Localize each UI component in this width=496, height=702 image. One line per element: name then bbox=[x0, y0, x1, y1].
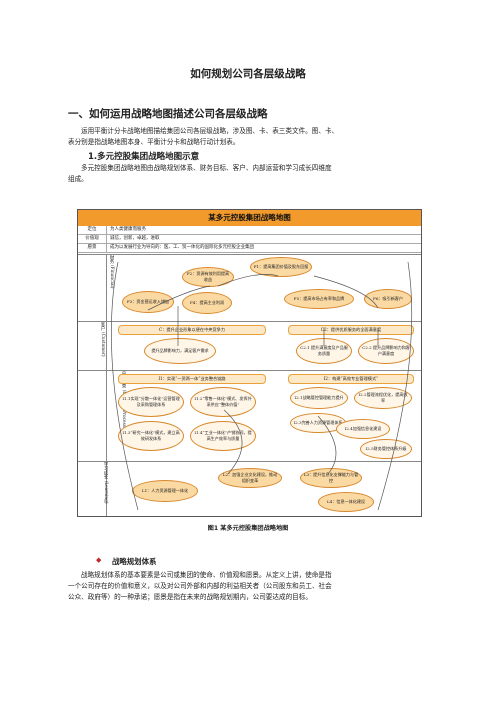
internal-band: 内部运营 (Internal Processes) I1：实现“一资两一体”业务… bbox=[78, 370, 421, 461]
customer-node-c21: C2.1 提升满意度及产品服务质量 bbox=[296, 338, 352, 364]
customer-header-2: C2：提供优质服务的全面满意度 bbox=[288, 325, 414, 335]
learning-band: 学习成长 (Learning) L1：人力资源管理一体化 L2：加强企业文化建设… bbox=[78, 461, 421, 517]
section-heading-3: 战略规划体系 bbox=[112, 557, 157, 566]
customer-node-c22: C2.2 提升品牌影响力和客户满意度 bbox=[358, 338, 414, 364]
body2-line-1: 战略规划体系的基本要素是公司或集团的使命、价值观和愿景。从定义上讲，使命是指 bbox=[81, 571, 332, 579]
figure-title: 某多元控股集团战略地图 bbox=[78, 210, 421, 226]
intro-paragraph: 运用平衡计分卡战略地图描绘集团公司各层级战略，涉及图、卡、表三类文件。图、卡、 … bbox=[68, 126, 438, 148]
customer-node-c1: 提升品牌影响力，满足客户需求 bbox=[144, 338, 216, 364]
financial-node-f4: F4：提高主业利润 bbox=[182, 292, 232, 314]
internal-node-i11: I1.1实现“分散一体化”运营管理及采购管理体系 bbox=[118, 387, 184, 417]
internal-header-1: I1：实现“一资两一体”业务整合链路 bbox=[118, 374, 266, 384]
internal-node-i25: I2.5财务管控体系升级 bbox=[360, 439, 412, 459]
customer-label: 客户 (Customer) bbox=[78, 322, 107, 370]
intro-line-1: 运用平衡计分卡战略地图描绘集团公司各层级战略，涉及图、卡、表三类文件。图、卡、 bbox=[81, 127, 339, 135]
body2-line-3: 公众、政府等）的一种承诺；愿景是指在未来的战略规划期内，公司要达成的目标。 bbox=[68, 593, 312, 601]
financial-node-f2: F2：资源有效利用提高收益 bbox=[182, 267, 234, 287]
learning-node-l4: L4：信息一体化建设 bbox=[318, 492, 374, 512]
learning-label: 学习成长 (Learning) bbox=[78, 462, 108, 516]
body-line-2: 组成。 bbox=[68, 175, 88, 183]
financial-node-f1: F1：提高集团价值及股东回报 bbox=[250, 257, 312, 277]
vision-key: 愿景 bbox=[78, 244, 107, 252]
internal-header-2: I2：构建“高效专业管理模式” bbox=[288, 374, 414, 384]
page-title: 如何规划公司各层级战略 bbox=[190, 68, 306, 80]
internal-label: 内部运营 (Internal Processes) bbox=[78, 371, 126, 461]
internal-node-i22: I2.2管理流程优化，提高效率 bbox=[354, 387, 412, 409]
internal-node-i13: I1.3“研究一体化”模式，建立高效研发体系 bbox=[118, 421, 184, 451]
learning-node-l2: L2：加强企业文化建设，推动组织变革 bbox=[218, 468, 282, 488]
internal-node-i21: I2.1战略管控管理能力提升 bbox=[290, 387, 348, 409]
body2-line-2: 一个公司存在的价值和意义，以及对公司外部和内部的利益相关者（公司股东和员工、社会 bbox=[68, 582, 332, 590]
mission-value: 为人类健康而服务 bbox=[110, 227, 146, 232]
financial-label: 财务 (Financial) bbox=[78, 255, 114, 321]
diamond-bullet-icon: ◆ bbox=[96, 556, 102, 564]
learning-node-l3: L3：提升信息化支撑能力与管控 bbox=[300, 468, 362, 488]
section-heading-1: 一、如何运用战略地图描述公司各层级战略 bbox=[68, 108, 268, 120]
customer-header-1: C：提升企业形象以便在中央竞争力 bbox=[118, 325, 266, 335]
financial-node-f5: F5：提高市场占有率和品牌 bbox=[284, 289, 354, 309]
vision-row: 愿景 成为以发展行业为导向的：医、工、贸一体化的国际化多元控股企业集团 bbox=[78, 244, 421, 253]
section-heading-2: 1.多元控股集团战略地图示意 bbox=[88, 152, 200, 162]
internal-node-i12: I1.2“零售一体化”模式、发挥外采供应“整体价值” bbox=[190, 387, 256, 417]
vision-value: 成为以发展行业为导向的：医、工、贸一体化的国际化多元控股企业集团 bbox=[110, 245, 254, 250]
internal-node-i24: I2.4加强信息化建设 bbox=[336, 419, 390, 439]
figure-caption: 图1 某多元控股集团战略地图 bbox=[207, 525, 289, 532]
intro-line-2: 表分别是指战略地图本身、平衡计分卡和战略行动计划表。 bbox=[68, 138, 240, 146]
strategy-map-figure: 某多元控股集团战略地图 定位 为人类健康而服务 价值观 诚信，创新，卓越，进取 … bbox=[77, 209, 422, 517]
body-paragraph: 多元控股集团战略地图由战略规划体系、财务目标、客户、内部运营和学习成长四维度 组… bbox=[68, 163, 438, 185]
values-row: 价值观 诚信，创新，卓越，进取 bbox=[78, 235, 421, 244]
values-value: 诚信，创新，卓越，进取 bbox=[110, 236, 160, 241]
body2-paragraph: 战略规划体系的基本要素是公司或集团的使命、价值观和愿景。从定义上讲，使命是指 一… bbox=[68, 570, 438, 603]
mission-key: 定位 bbox=[78, 226, 107, 234]
mission-row: 定位 为人类健康而服务 bbox=[78, 226, 421, 235]
internal-node-i14: I1.4“工业一体化”产销协同，提高生产效率与质量 bbox=[190, 421, 256, 451]
customer-band: 客户 (Customer) C：提升企业形象以便在中央竞争力 C2：提供优质服务… bbox=[78, 321, 421, 370]
values-key: 价值观 bbox=[78, 235, 107, 243]
financial-band: 财务 (Financial) F1：提高集团价值及股东回报 F2：资源有效利用提… bbox=[78, 254, 421, 321]
financial-node-f6: F6：吸引新客户 bbox=[364, 289, 412, 309]
financial-node-f3: F3：资金营运收入增加 bbox=[122, 291, 174, 313]
learning-node-l1: L1：人力资源管理一体化 bbox=[132, 480, 198, 502]
body-line-1: 多元控股集团战略地图由战略规划体系、财务目标、客户、内部运营和学习成长四维度 bbox=[81, 164, 332, 172]
